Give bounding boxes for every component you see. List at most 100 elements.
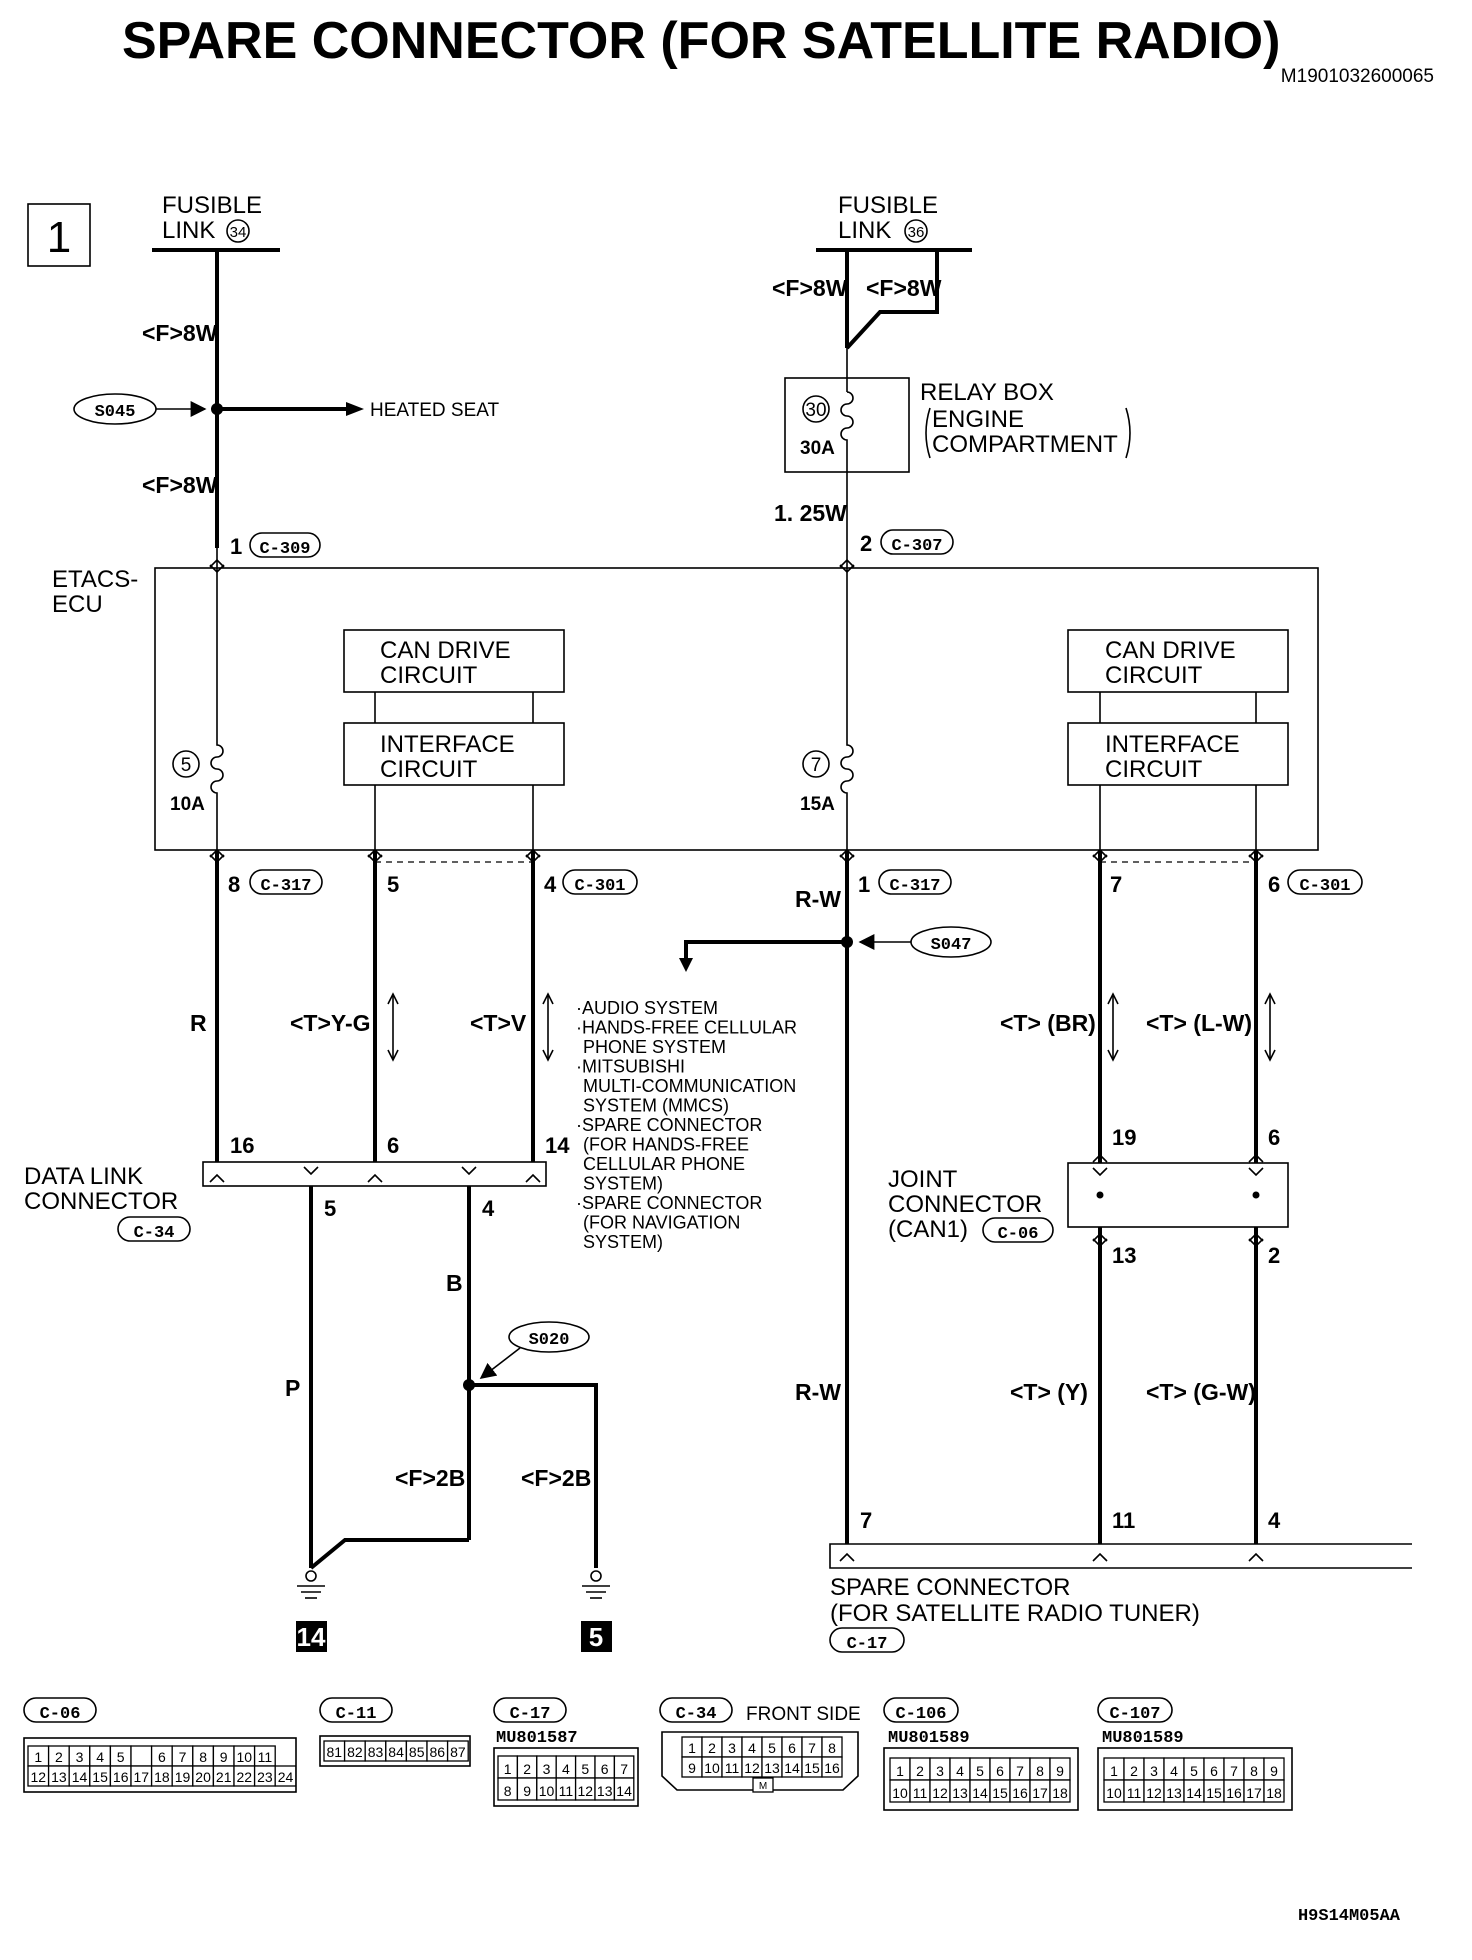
pin-cell-label: 15	[1206, 1785, 1222, 1801]
pin-cell	[274, 1765, 297, 1787]
twist-arrow-right-2	[1264, 992, 1276, 1062]
fuse-5-circle	[172, 750, 200, 778]
sc-pin-4: 4	[1268, 1508, 1281, 1533]
sheet-number: 1	[47, 213, 71, 262]
terminal-tick	[1092, 1167, 1108, 1177]
terminal-tick	[209, 1173, 225, 1183]
terminal-tick	[525, 848, 541, 858]
system-list-line: ·SPARE CONNECTOR	[576, 1193, 762, 1213]
pin-cell-label: 13	[1166, 1785, 1182, 1801]
face-c11-label: C-11	[336, 1705, 377, 1724]
pin-cell-label: 12	[932, 1785, 948, 1801]
fusible-link-right-num-circle	[904, 219, 928, 243]
splice-s047-label: S047	[931, 936, 972, 955]
wire-b-to-ground	[309, 1538, 469, 1570]
jc-pin-19: 19	[1112, 1125, 1136, 1150]
terminal-tick	[1248, 1238, 1264, 1248]
pin-cell-label: 7	[1230, 1763, 1238, 1779]
dlc-label-2: CONNECTOR	[24, 1188, 178, 1215]
terminal-tick	[1248, 1167, 1264, 1177]
terminal-tick	[209, 854, 225, 864]
ground-5-label: 5	[589, 1622, 603, 1652]
relay-box-compartment: COMPARTMENT	[932, 431, 1118, 458]
dlc-pin-14: 14	[545, 1133, 570, 1158]
pin-cell-label: 15	[92, 1769, 108, 1785]
conn-c307: C-307	[891, 537, 942, 556]
fuse-5-amp: 10A	[170, 794, 205, 815]
pin-cell	[821, 1756, 843, 1778]
terminal-tick	[303, 1166, 319, 1176]
twist-arrow-left-1	[387, 992, 399, 1062]
pin-cell-label: 17	[1246, 1785, 1262, 1801]
spare-label-2: (FOR SATELLITE RADIO TUNER)	[830, 1600, 1200, 1627]
pin-cell-label: 24	[278, 1769, 294, 1785]
page-title: SPARE CONNECTOR (FOR SATELLITE RADIO)	[122, 12, 1280, 70]
pin-cell-label: 19	[175, 1769, 191, 1785]
face-c34-badge	[659, 1697, 733, 1723]
jc-pin-2: 2	[1268, 1243, 1280, 1268]
terminal-tick	[839, 854, 855, 864]
system-list-line: CELLULAR PHONE	[583, 1154, 745, 1174]
ground-14-badge	[296, 1621, 327, 1652]
pin-cell-label: 7	[620, 1761, 628, 1777]
pin-cell-label: 11	[725, 1760, 740, 1776]
wire-label-f8w-4: <F>8W	[866, 275, 942, 301]
conn-c301-b: C-301	[1299, 877, 1350, 896]
pin-c307: 2	[860, 531, 872, 556]
pin-cell-label: 87	[450, 1744, 466, 1760]
pin-cell-label: 83	[368, 1744, 384, 1760]
splice-s020-label: S020	[529, 1331, 570, 1350]
conn-c34: C-34	[134, 1224, 175, 1243]
can-drive-circuit-right	[1067, 629, 1289, 693]
pin-cell-label: 81	[327, 1744, 343, 1760]
heated-seat-arrow	[346, 402, 364, 416]
terminal-tick	[839, 558, 855, 568]
wire-label-rw-2: R-W	[795, 1379, 841, 1405]
fuse-5	[210, 548, 224, 850]
joint-label-3: (CAN1)	[888, 1216, 968, 1243]
face-c106-part: MU801589	[888, 1729, 970, 1748]
face-c17-badge	[493, 1697, 567, 1723]
pin-cell-label: 3	[76, 1749, 84, 1765]
heated-seat-label: HEATED SEAT	[370, 400, 500, 421]
wire-to-systems	[684, 940, 847, 960]
wire-label-b: B	[446, 1270, 463, 1296]
can-drive-right-1: CAN DRIVE	[1105, 637, 1236, 664]
pin-cell-label: 18	[154, 1769, 170, 1785]
system-list-line: PHONE SYSTEM	[583, 1037, 726, 1057]
pin-cell-label: 6	[788, 1740, 796, 1756]
system-list-line: ·HANDS-FREE CELLULAR	[576, 1018, 797, 1038]
system-list-line: ·AUDIO SYSTEM	[576, 998, 718, 1018]
pin-cell-label: 7	[179, 1749, 187, 1765]
terminal-tick	[209, 848, 225, 858]
pin-cell-label: 2	[1130, 1763, 1138, 1779]
pin-cell-label: 18	[1266, 1785, 1282, 1801]
pin-cell-label: 9	[220, 1749, 228, 1765]
pin-cell-label: 23	[257, 1769, 273, 1785]
conn-c309: C-309	[259, 540, 310, 559]
face-frame	[661, 1731, 859, 1791]
pin-cell-label: 22	[237, 1769, 253, 1785]
pin-cell-label: 1	[896, 1763, 904, 1779]
wire-label-125w: 1. 25W	[774, 500, 847, 526]
splice-s020-pointer	[479, 1347, 521, 1379]
face-c107-label: C-107	[1109, 1705, 1160, 1724]
fusible-link-right-num: 36	[908, 224, 925, 241]
interface-left-2: CIRCUIT	[380, 756, 478, 783]
joint-label-2: CONNECTOR	[888, 1191, 1042, 1218]
conn-c06: C-06	[998, 1225, 1039, 1244]
relay-box-engine: ENGINE	[932, 406, 1024, 433]
terminal-tick	[525, 854, 541, 864]
pin-cell-label: 1	[34, 1749, 42, 1765]
system-list-line: (FOR NAVIGATION	[583, 1213, 740, 1233]
pin-cell-label: 2	[708, 1740, 716, 1756]
pin-cell-label: 14	[972, 1785, 988, 1801]
fusible-link-right-link: LINK	[838, 217, 891, 244]
pin-cell-label: 8	[1036, 1763, 1044, 1779]
wire-label-r: R	[190, 1010, 207, 1036]
face-c107-badge	[1097, 1697, 1173, 1723]
